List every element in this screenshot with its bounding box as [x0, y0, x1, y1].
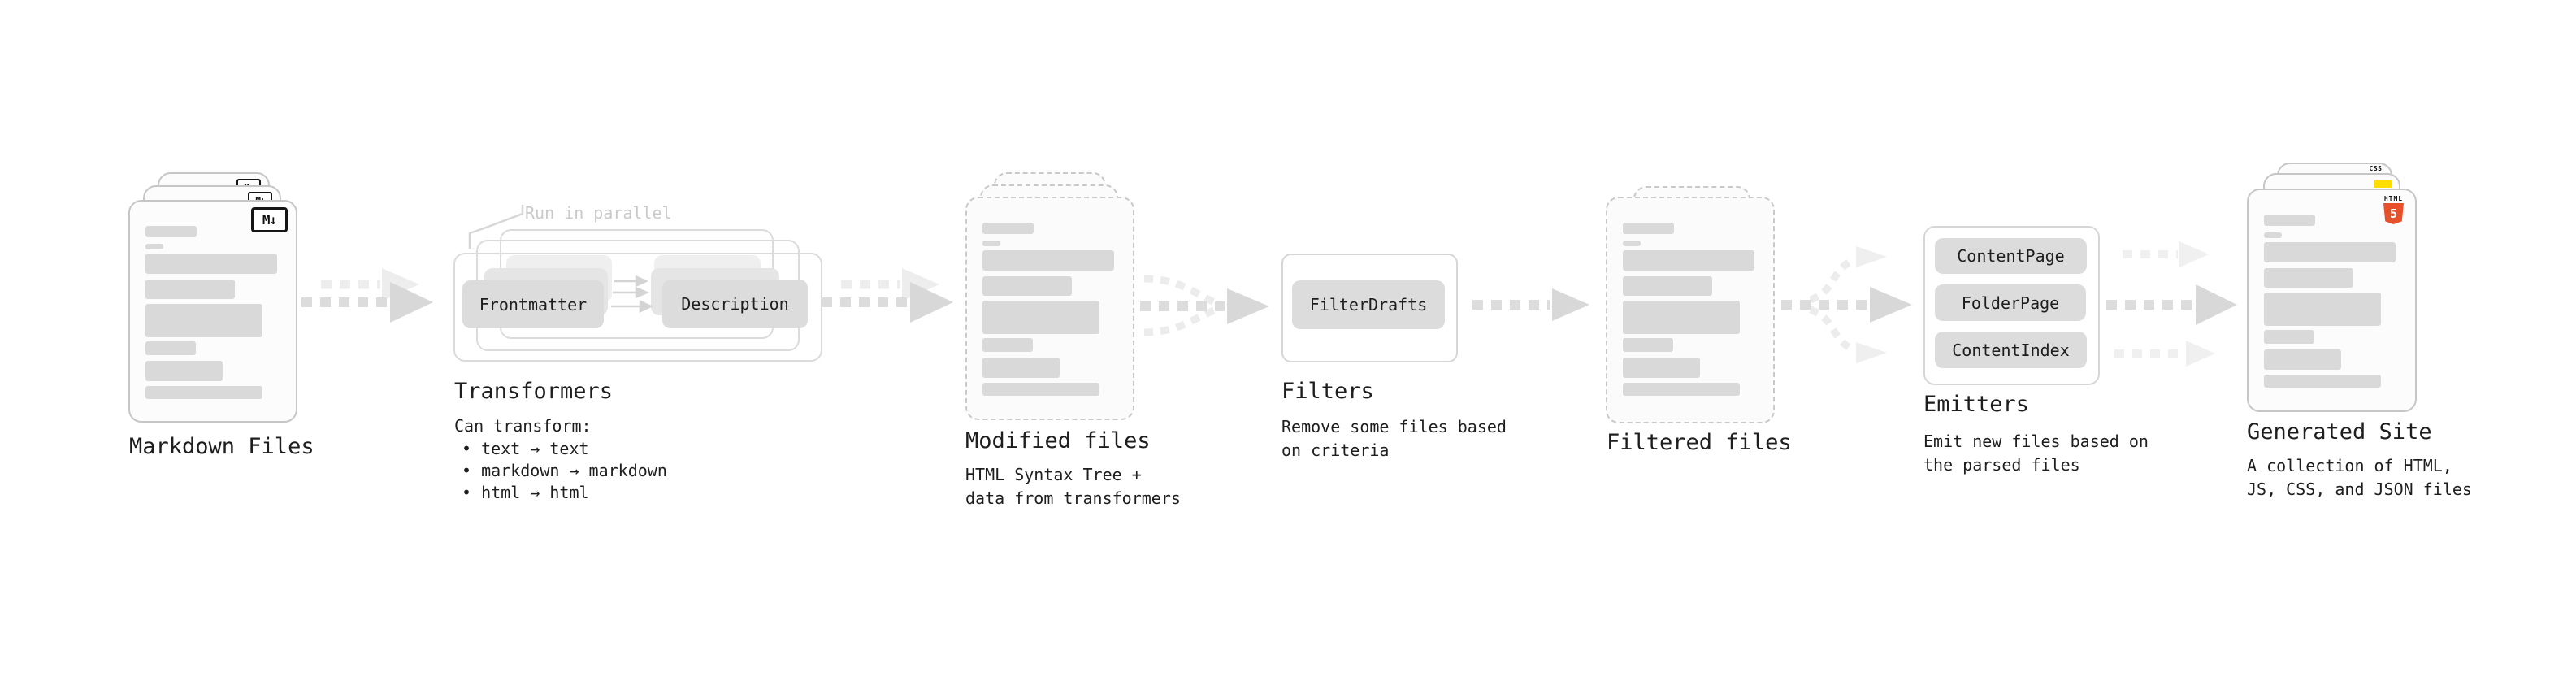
placeholder-line [145, 244, 163, 249]
html5-icon: HTML 5 [2383, 195, 2405, 224]
flow-arrow-emitters-to-generated [2106, 241, 2237, 367]
placeholder-line [2264, 268, 2353, 288]
placeholder-line [982, 358, 1060, 378]
transformer-box-frontmatter: Frontmatter [462, 280, 604, 328]
emitter-box-contentpage: ContentPage [1935, 238, 2087, 274]
modified-files-caption-line2: data from transformers [965, 488, 1181, 508]
placeholder-line [145, 226, 197, 237]
html5-badge-text: HTML [2383, 195, 2404, 202]
placeholder-line [2264, 330, 2314, 344]
flow-arrow-filtered-to-emitters [1781, 246, 1912, 363]
filters-caption-line1: Remove some files based [1281, 417, 1507, 436]
placeholder-line [2264, 293, 2381, 326]
html5-number: 5 [2389, 206, 2398, 221]
placeholder-line [2264, 232, 2282, 238]
modified-file-card-front [965, 197, 1134, 420]
annotation-leader-line [468, 205, 524, 249]
placeholder-line [982, 223, 1034, 234]
filtered-files-stack [1606, 172, 1778, 424]
markdown-badge-text: M↓ [262, 212, 277, 228]
modified-files-caption-line1: HTML Syntax Tree + [965, 465, 1142, 484]
placeholder-line [145, 304, 262, 337]
filtered-file-card-front [1606, 197, 1775, 423]
stage-label-emitters: Emitters [1923, 392, 2030, 417]
markdown-file-card-front: M↓ [128, 200, 297, 423]
html5-shield: 5 [2383, 203, 2404, 224]
placeholder-line [982, 338, 1033, 352]
placeholder-line [982, 250, 1114, 271]
placeholder-line [1623, 301, 1740, 334]
placeholder-line [982, 276, 1072, 296]
emitters-caption-line1: Emit new files based on [1923, 432, 2149, 451]
generated-file-card-html: HTML 5 [2247, 189, 2417, 412]
transformers-bullet-2: • markdown → markdown [462, 461, 667, 480]
run-in-parallel-annotation: Run in parallel [525, 203, 672, 223]
stage-label-markdown-files: Markdown Files [129, 434, 314, 459]
emitter-box-contentindex: ContentIndex [1935, 332, 2087, 368]
generated-caption-line2: JS, CSS, and JSON files [2247, 479, 2472, 499]
stage-label-transformers: Transformers [454, 379, 614, 404]
placeholder-line [1623, 276, 1712, 296]
javascript-icon [2374, 180, 2392, 188]
emitters-caption-line2: the parsed files [1923, 455, 2080, 475]
stage-label-filters: Filters [1281, 379, 1374, 404]
flow-arrow-filters-to-filtered [1472, 288, 1589, 321]
placeholder-line [1623, 241, 1641, 246]
stage-label-filtered-files: Filtered files [1607, 430, 1792, 455]
parallel-transform-arrows [611, 275, 653, 313]
flow-arrow-transformers-to-modified [822, 268, 953, 323]
placeholder-line [2264, 215, 2315, 226]
transformers-bullet-1: • text → text [462, 439, 589, 458]
placeholder-line [982, 241, 1000, 246]
transformers-bullet-3: • html → html [462, 483, 589, 502]
placeholder-line [2264, 349, 2341, 370]
placeholder-line [2264, 375, 2381, 388]
emitter-box-folderpage: FolderPage [1935, 284, 2086, 321]
placeholder-line [145, 254, 277, 274]
css-badge-text: CSS [2369, 165, 2383, 172]
placeholder-line [145, 361, 223, 381]
placeholder-line [145, 386, 262, 399]
flow-arrow-modified-to-filters [1140, 275, 1269, 336]
placeholder-line [982, 301, 1099, 334]
placeholder-line [1623, 383, 1740, 396]
markdown-icon: M↓ [251, 207, 288, 232]
placeholder-line [145, 280, 235, 299]
placeholder-line [145, 341, 196, 355]
filters-caption-line2: on criteria [1281, 440, 1390, 460]
transformer-box-description: Description [662, 280, 808, 328]
modified-files-stack [965, 159, 1138, 427]
placeholder-line [1623, 358, 1700, 378]
generated-site-stack: CSS HTML 5 [2247, 159, 2419, 419]
filter-box-filterdrafts: FilterDrafts [1292, 280, 1445, 329]
stage-label-modified-files: Modified files [965, 428, 1151, 453]
generated-caption-line1: A collection of HTML, [2247, 456, 2452, 475]
stage-label-generated-site: Generated Site [2247, 419, 2432, 445]
flow-arrow-markdown-to-transformers [301, 268, 433, 323]
placeholder-line [2264, 242, 2396, 262]
placeholder-line [1623, 223, 1674, 234]
markdown-files-stack: M↓ M↓ M↓ [128, 163, 301, 423]
transformers-caption-title: Can transform: [454, 416, 592, 436]
placeholder-line [982, 383, 1099, 396]
placeholder-line [1623, 338, 1673, 352]
placeholder-line [1623, 250, 1754, 271]
